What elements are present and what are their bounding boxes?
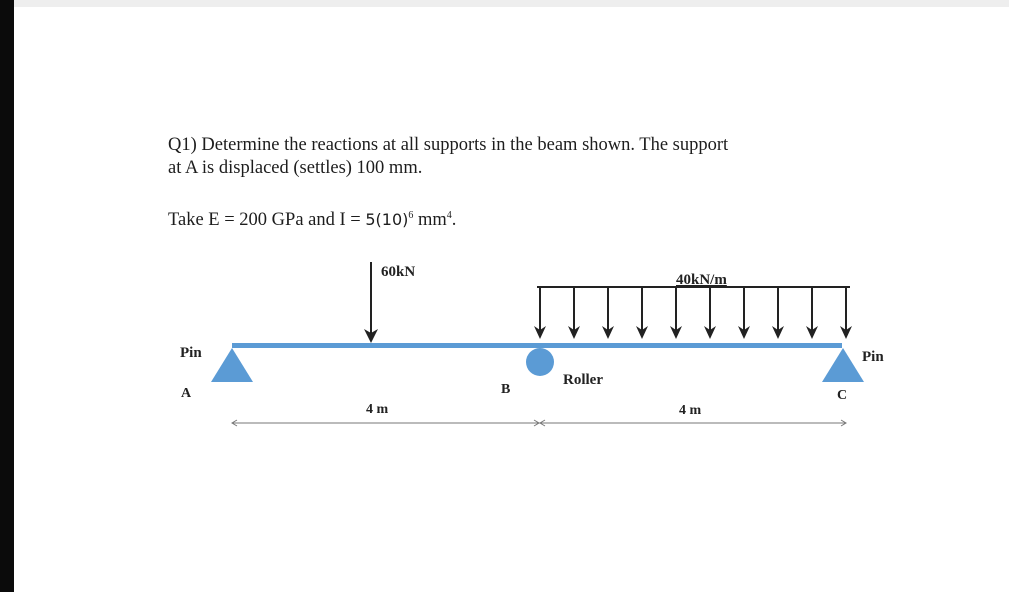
distributed-load [534,286,852,339]
top-strip [14,0,1009,7]
beam [232,343,842,348]
udl-arrow [738,287,750,339]
udl-arrow [704,287,716,339]
support-b-label: B [501,382,510,397]
udl-arrow [772,287,784,339]
point-load-arrow [364,262,378,343]
given-inertia-exponent: 6 [408,210,414,221]
support-c-pin [822,348,864,382]
question-text: Q1) Determine the reactions at all suppo… [168,134,928,180]
udl-label: 40kN/m [676,272,727,288]
question-line-2: at A is displaced (settles) 100 mm. [168,158,423,178]
udl-arrow [670,287,682,339]
given-unit: mm [413,210,447,231]
point-load-label: 60kN [381,264,415,280]
dimension-line [231,419,847,427]
support-c-type-label: Pin [862,349,884,365]
support-a-pin [211,348,253,382]
given-unit-exponent: 4 [446,210,452,221]
given-values: Take E = 200 GPa and I = 5(10)6 mm4. [168,210,456,231]
udl-arrow [602,287,614,339]
support-b-roller [526,348,554,376]
given-prefix: Take E = 200 GPa and I = [168,210,366,231]
udl-arrow [534,287,546,339]
span-ab-label: 4 m [366,402,389,417]
udl-arrow [806,287,818,339]
support-b-type-label: Roller [563,372,603,388]
support-a-label: A [181,386,192,401]
udl-arrow [636,287,648,339]
udl-arrow [568,287,580,339]
given-end: . [451,210,457,231]
support-a-type-label: Pin [180,345,202,361]
given-inertia-value: 5(10) [365,210,409,230]
support-c-label: C [837,388,847,403]
udl-arrow [840,287,852,339]
question-line-1: Q1) Determine the reactions at all suppo… [168,135,729,155]
span-bc-label: 4 m [679,403,702,418]
left-border [0,0,14,592]
